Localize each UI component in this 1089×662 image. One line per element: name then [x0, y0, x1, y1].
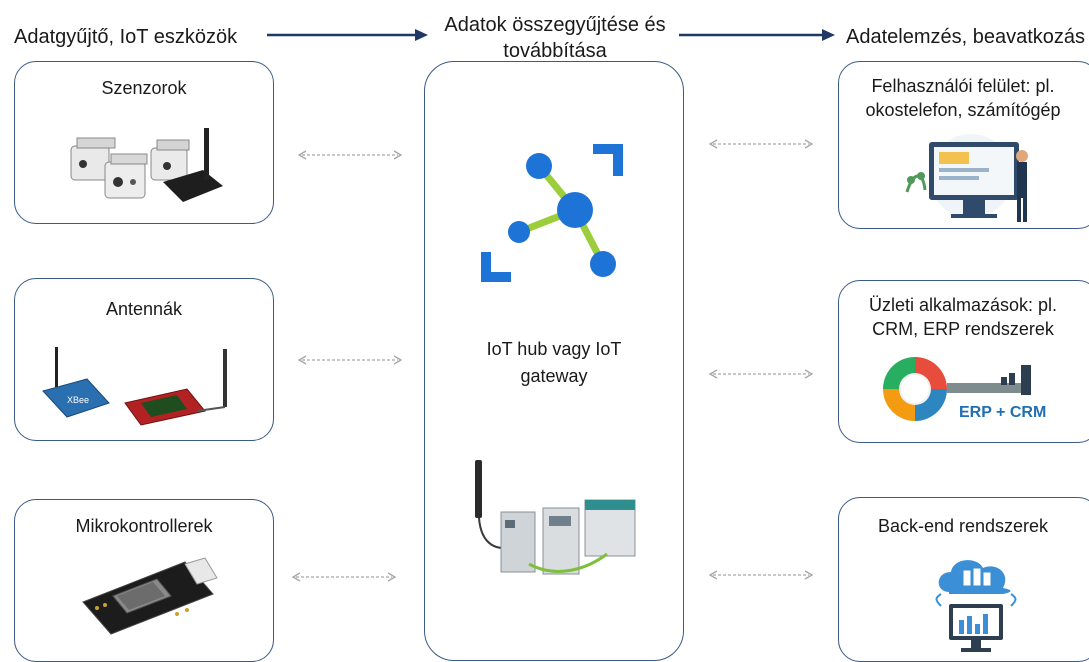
box-antennas: Antennák XBee [14, 278, 274, 441]
azure-iot-hub-icon [481, 144, 623, 282]
box-backend: Back-end rendszerek [838, 497, 1089, 662]
box-microcontrollers: Mikrokontrollerek [14, 499, 274, 662]
box-sensors-title: Szenzorok [101, 78, 187, 98]
box-business-title-line1: Üzleti alkalmazások: pl. [868, 295, 1058, 315]
box-microcontrollers-title: Mikrokontrollerek [75, 516, 213, 536]
hub-label-line1: IoT hub vagy IoT [486, 339, 622, 359]
dashed-arrow-sensors [297, 150, 403, 160]
header-center-line1: Adatok összegyűjtése és [444, 14, 666, 36]
dashed-arrow-business [708, 369, 814, 379]
user-interface-image [905, 134, 1028, 222]
svg-text:XBee: XBee [67, 395, 89, 405]
box-ui-title-line2: okostelefon, számítógép [865, 100, 1061, 120]
antennas-image: XBee [42, 347, 227, 426]
erp-crm-image-text: ERP + CRM [959, 404, 1046, 421]
box-ui-title-line1: Felhasználói felület: pl. [871, 76, 1055, 96]
sensors-image [70, 128, 223, 202]
box-iot-hub: IoT hub vagy IoT gateway [424, 61, 684, 661]
header-arrow-left [267, 29, 428, 41]
box-business-apps: Üzleti alkalmazások: pl. CRM, ERP rendsz… [838, 280, 1089, 443]
backend-systems-image [935, 560, 1017, 652]
header-right: Adatelemzés, beavatkozás [846, 26, 1086, 48]
header-center-line2: továbbítása [503, 40, 607, 62]
gateway-hardware-image [475, 460, 636, 575]
dashed-arrow-microcontrollers [291, 572, 397, 582]
header-left: Adatgyűjtő, IoT eszközök [14, 26, 238, 48]
dashed-arrow-antennas [297, 355, 403, 365]
box-backend-title: Back-end rendszerek [877, 516, 1049, 536]
header-arrow-right [679, 29, 835, 41]
hub-label-line2: gateway [520, 366, 588, 386]
box-antennas-title: Antennák [105, 299, 183, 319]
dashed-arrow-ui [708, 139, 814, 149]
microcontroller-image [82, 557, 218, 635]
header-center: Adatok összegyűjtése és továbbítása [430, 12, 680, 64]
box-business-title-line2: CRM, ERP rendszerek [872, 319, 1054, 339]
erp-crm-image: ERP + CRM [881, 351, 1061, 429]
dashed-arrow-backend [708, 570, 814, 580]
box-user-interface: Felhasználói felület: pl. okostelefon, s… [838, 61, 1089, 229]
box-sensors: Szenzorok [14, 61, 274, 224]
